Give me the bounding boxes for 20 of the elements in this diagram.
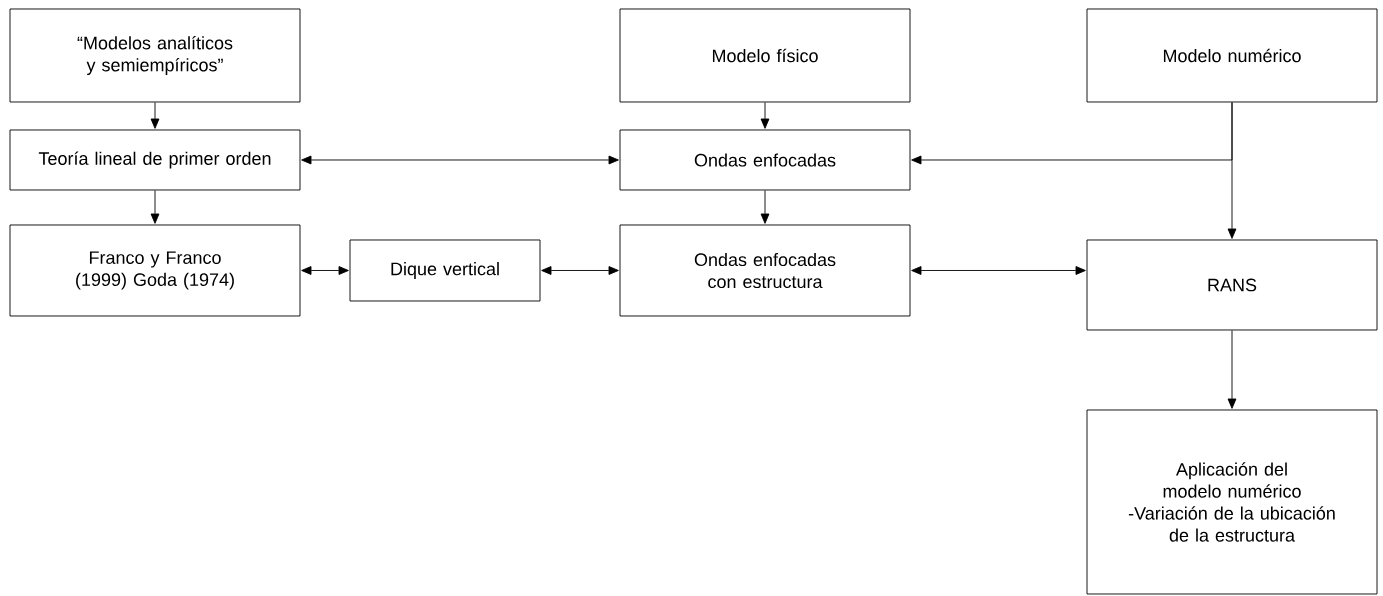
arrow [760,190,770,224]
arrow [911,266,1086,275]
arrow [1227,102,1237,239]
process-box: RANS [1086,239,1378,331]
process-box: Ondas enfocadas con estructura [619,224,911,317]
process-box: Aplicación del modelo numérico -Variación de la ubicación de la estructura [1086,409,1378,595]
arrow [150,190,160,224]
process-box: Modelo físico [619,8,911,103]
process-box: Modelo numérico [1086,8,1378,103]
process-box: Franco y Franco (1999) Goda (1974) [9,224,301,317]
arrow [301,266,349,275]
arrow [150,102,160,129]
arrow [541,266,619,275]
process-box: “Modelos analíticos y semiempíricos” [9,8,301,103]
arrow [760,102,770,129]
process-box: Teoría lineal de primer orden [9,129,301,191]
arrow [1227,330,1237,409]
process-box: Dique vertical [349,239,541,302]
arrow [301,155,619,165]
process-box: Ondas enfocadas [619,129,911,191]
